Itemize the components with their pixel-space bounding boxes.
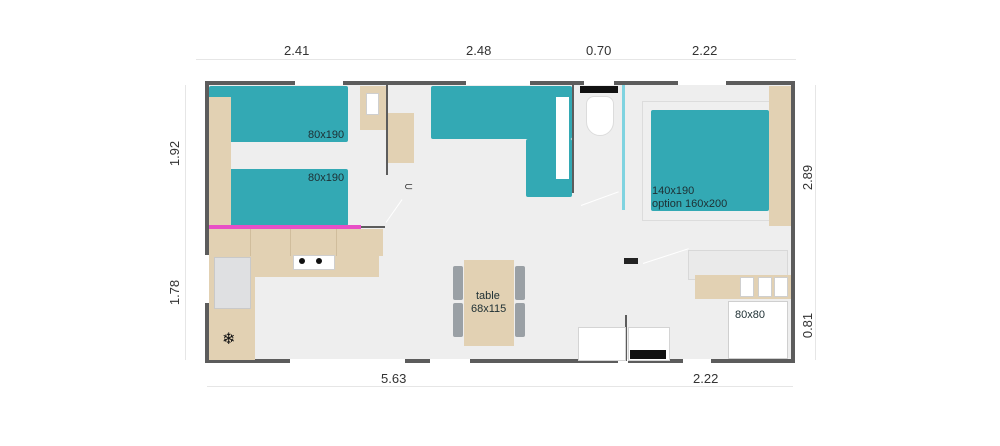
dining-table [464, 260, 514, 346]
dim-top-4: 2.22 [692, 43, 718, 58]
counter-divider-2 [290, 229, 291, 256]
dim-bottom-2: 2.22 [693, 371, 719, 386]
chair-2 [453, 303, 463, 337]
dim-line-left [185, 85, 186, 360]
sofa-main [431, 86, 572, 139]
shower-label: 80x80 [735, 309, 765, 321]
wall-bathroom-partition [625, 315, 627, 361]
chair-4 [515, 303, 525, 337]
dim-line-top [196, 59, 796, 60]
twin-bed-2 [209, 169, 348, 226]
chair-3 [515, 266, 525, 300]
twin-bed-1 [209, 86, 348, 142]
dim-line-bottom [207, 386, 793, 387]
burner-2 [316, 258, 322, 264]
wall-bottom [205, 359, 795, 363]
entrance-door-gap[interactable] [290, 359, 405, 363]
accent-strip [209, 225, 361, 229]
hanger-icon [366, 93, 379, 115]
wall-left [205, 81, 209, 363]
wall-twin-south [361, 226, 385, 228]
master-bed [651, 110, 769, 211]
dim-left-1: 1.92 [167, 140, 183, 167]
window-top-1 [295, 81, 343, 85]
sink-icon [214, 257, 251, 309]
window-top-3 [584, 81, 614, 85]
master-bed-label-2: option 160x200 [652, 198, 728, 210]
dim-top-3: 0.70 [586, 43, 612, 58]
twin-bed-2-label: 80x190 [308, 172, 345, 184]
hanger-icon-2 [740, 277, 754, 297]
chair-1 [453, 266, 463, 300]
window-left [205, 255, 209, 303]
window-bottom-2 [618, 359, 628, 363]
window-bottom-3 [683, 359, 711, 363]
washing-machine [578, 327, 626, 361]
window-top-2 [466, 81, 530, 85]
wall-bathroom-west [572, 85, 574, 193]
dim-right-1: 2.89 [800, 164, 816, 191]
dim-top-2: 2.48 [466, 43, 492, 58]
table-label-2: 68x115 [471, 303, 507, 315]
wc-partition-glass [622, 85, 625, 210]
cabinet-hall [388, 113, 414, 163]
twin-bed-1-label: 80x190 [308, 129, 345, 141]
sofa-cushion [556, 97, 569, 179]
twin-door-handle-icon: ⊂ [404, 181, 414, 193]
counter-divider-3 [336, 229, 337, 256]
burner-1 [299, 258, 305, 264]
hanger-icon-3 [758, 277, 772, 297]
dim-right-2: 0.81 [800, 312, 816, 339]
window-bottom-1 [430, 359, 470, 363]
dim-bottom-1: 5.63 [381, 371, 407, 386]
kitchen-upper-counter [209, 229, 383, 256]
dim-top-1: 2.41 [284, 43, 310, 58]
table-label-1: table [476, 290, 500, 302]
master-bed-label-1: 140x190 [652, 185, 695, 197]
shower-tray [728, 301, 788, 359]
dim-line-right [815, 85, 816, 360]
wall-right [791, 81, 795, 363]
hanger-icon-4 [774, 277, 788, 297]
master-headboard [769, 86, 791, 226]
counter-divider-1 [250, 229, 251, 256]
toilet-icon [586, 96, 614, 136]
wall-twin-east [386, 85, 388, 175]
twin-headboard-1 [209, 97, 231, 142]
twin-headboard-2 [209, 169, 231, 225]
boiler-icon [624, 258, 638, 264]
fridge-icon: ❄ [222, 331, 236, 348]
window-top-4 [678, 81, 726, 85]
dim-left-2: 1.78 [167, 279, 183, 306]
toilet-cistern [580, 86, 618, 93]
basin-shelf [630, 350, 666, 359]
